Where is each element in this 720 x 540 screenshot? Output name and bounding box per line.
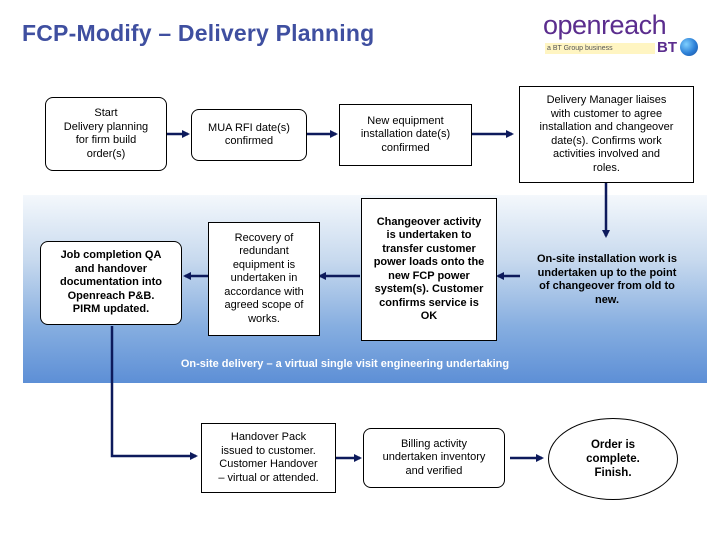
step-mua-rfi: MUA RFI date(s) confirmed xyxy=(191,109,307,161)
step-recovery-label: Recovery of redundant equipment is under… xyxy=(224,231,304,325)
step-billing: Billing activity undertaken inventory an… xyxy=(363,428,505,488)
page-title: FCP-Modify – Delivery Planning xyxy=(22,20,375,46)
logo-tagline: a BT Group business xyxy=(545,43,655,54)
step-new-equipment: New equipment installation date(s) confi… xyxy=(339,104,472,166)
step-start: Start Delivery planning for firm build o… xyxy=(45,97,167,171)
step-job-completion-label: Job completion QA and handover documenta… xyxy=(59,249,163,316)
step-delivery-manager: Delivery Manager liaises with customer t… xyxy=(519,86,694,183)
step-onsite-install: On-site installation work is undertaken … xyxy=(522,253,692,307)
step-handover-pack-label: Handover Pack issued to customer. Custom… xyxy=(218,431,319,484)
step-onsite-install-label: On-site installation work is undertaken … xyxy=(537,253,677,306)
step-billing-label: Billing activity undertaken inventory an… xyxy=(382,437,486,477)
step-order-complete-label: Order is complete. Finish. xyxy=(586,439,640,479)
bt-globe-icon xyxy=(680,38,698,56)
bt-logo-text: BT xyxy=(657,39,677,56)
step-changeover: Changeover activity is undertaken to tra… xyxy=(361,198,497,341)
step-order-complete: Order is complete. Finish. xyxy=(548,418,678,500)
onsite-delivery-banner: On-site delivery – a virtual single visi… xyxy=(180,358,510,370)
logo-wordmark: openreach xyxy=(543,10,667,40)
step-new-equipment-label: New equipment installation date(s) confi… xyxy=(360,114,451,154)
openreach-logo: openreach a BT Group business BT xyxy=(543,10,703,58)
arrow-qa-to-handover xyxy=(110,326,198,460)
step-mua-rfi-label: MUA RFI date(s) confirmed xyxy=(208,121,290,148)
step-changeover-label: Changeover activity is undertaken to tra… xyxy=(373,215,485,323)
step-handover-pack: Handover Pack issued to customer. Custom… xyxy=(201,423,336,493)
step-recovery: Recovery of redundant equipment is under… xyxy=(208,222,320,336)
step-delivery-manager-label: Delivery Manager liaises with customer t… xyxy=(539,94,674,174)
step-job-completion: Job completion QA and handover documenta… xyxy=(40,241,182,325)
step-start-label: Start Delivery planning for firm build o… xyxy=(63,107,149,160)
